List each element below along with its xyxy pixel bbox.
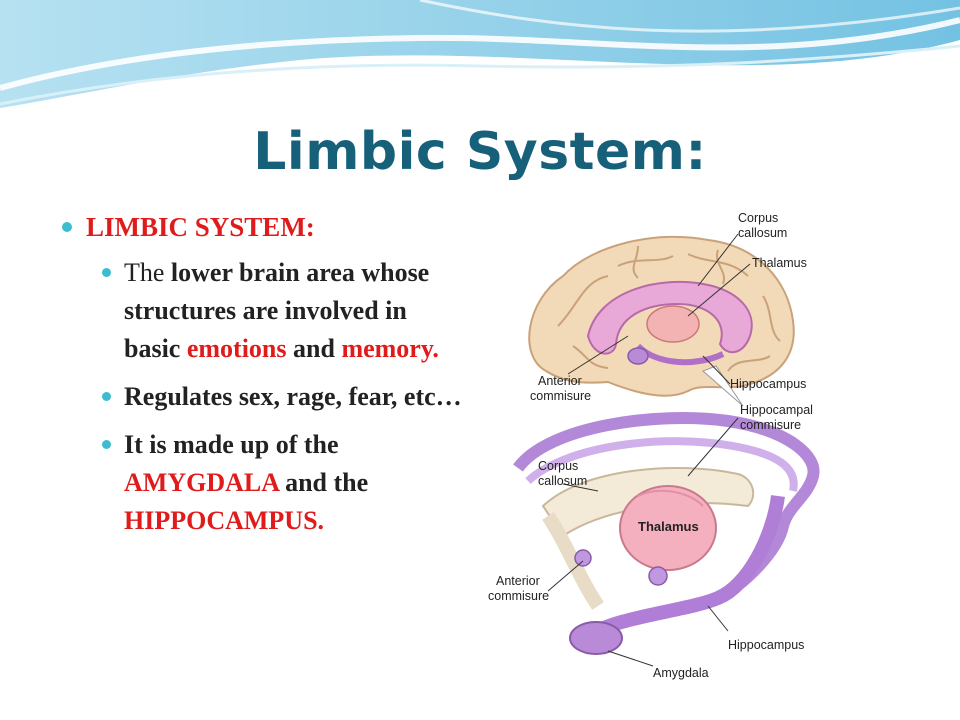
bullet-text-segment: emotions [186,334,287,363]
sub-bullet-list: The lower brain area whose structures ar… [62,254,462,540]
label-hippocampal-commisure-1: Hippocampal [740,403,813,417]
header-wave-decoration [0,0,960,108]
bullet-dot-icon [102,440,111,449]
bullet-dot-icon [102,268,111,277]
section-heading: LIMBIC SYSTEM: [86,212,315,242]
label-anterior-commisure-top-2: commisure [530,389,591,403]
label-corpus-callosum-top-1: Corpus [738,211,778,225]
bullet-text-segment: AMYGDALA [124,468,279,497]
label-amygdala: Amygdala [653,666,709,680]
label-hippocampus-top: Hippocampus [730,377,806,391]
label-anterior-commisure-bottom-1: Anterior [496,574,540,588]
label-corpus-callosum-bottom-2: callosum [538,474,587,488]
bullet-dot-icon [102,392,111,401]
bullet-text-segment: It is made up of the [124,430,339,459]
label-thalamus-top: Thalamus [752,256,807,270]
label-corpus-callosum-top-2: callosum [738,226,787,240]
slide-title: Limbic System: [253,122,707,182]
bullet-content: LIMBIC SYSTEM: The lower brain area whos… [62,210,462,550]
label-corpus-callosum-bottom-1: Corpus [538,459,578,473]
limbic-3d-illustration [513,412,820,667]
bullet-text-segment: HIPPOCAMPUS. [124,506,325,535]
label-thalamus-bottom: Thalamus [638,519,699,534]
label-hippocampal-commisure-2: commisure [740,418,801,432]
bullet-text-segment: memory. [341,334,439,363]
sub-bullet-item: Regulates sex, rage, fear, etc… [102,378,462,416]
label-hippocampus-bottom: Hippocampus [728,638,804,652]
bullet-text-segment: lower brain area whose structures are in… [124,258,430,363]
bullet-text-segment: The [124,258,171,287]
sub-bullet-item: The lower brain area whose structures ar… [102,254,462,368]
limbic-system-diagram: Corpus callosum Thalamus Anterior commis… [488,211,820,680]
label-anterior-commisure-bottom-2: commisure [488,589,549,603]
bullet-dot-icon [62,222,72,232]
bullet-text-segment: and the [278,468,369,497]
sub-bullet-item: It is made up of the AMYGDALA and the HI… [102,426,462,540]
bullet-text-segment: Regulates sex, rage, fear, etc… [124,382,462,411]
bullet-text-segment: and [286,334,342,363]
label-anterior-commisure-top-1: Anterior [538,374,582,388]
heading-bullet: LIMBIC SYSTEM: [62,210,462,244]
brain-sagittal-illustration [528,233,795,407]
